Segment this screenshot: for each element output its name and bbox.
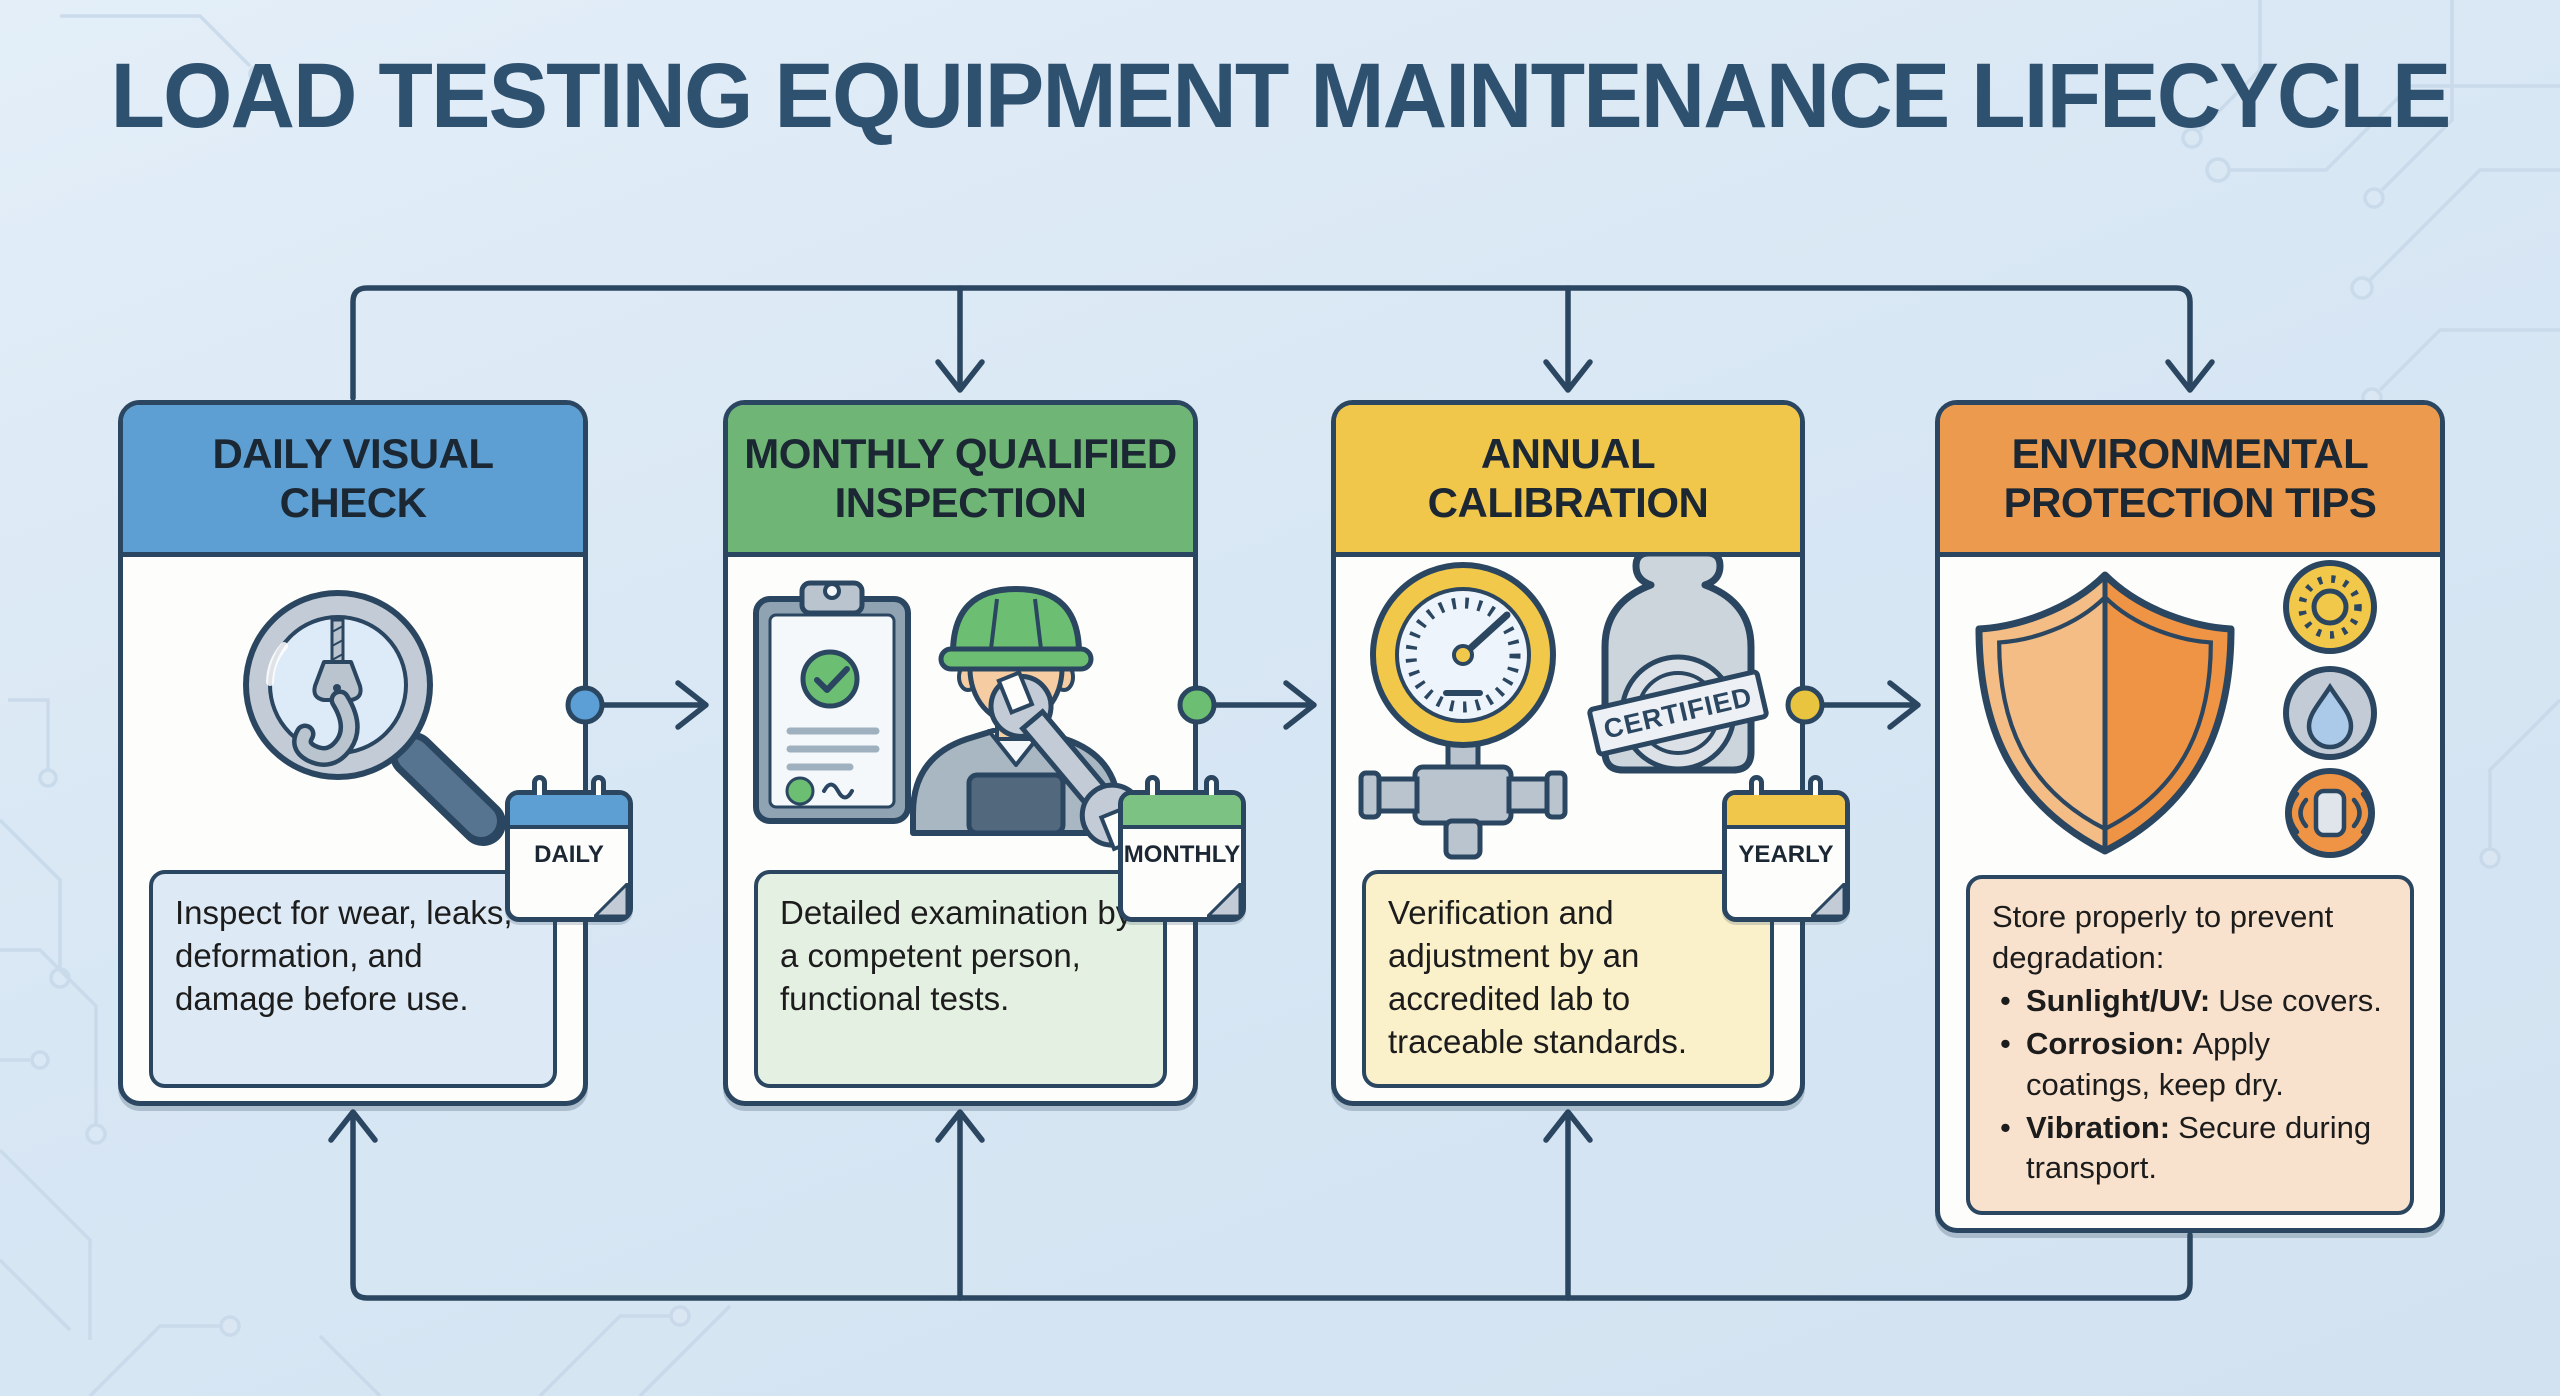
bullet-corrosion: Corrosion:Apply coatings, keep dry. (1992, 1024, 2388, 1106)
card-monthly-header: MONTHLY QUALIFIED INSPECTION (728, 405, 1193, 557)
gauge-certified-weight-icon: CERTIFIED (1358, 554, 1769, 859)
card-environment-description: Store properly to prevent degradation: S… (1966, 875, 2414, 1215)
bullet-vibration: Vibration:Secure during transport. (1992, 1108, 2388, 1190)
vibration-icon (2285, 767, 2375, 858)
folded-corner-icon (594, 883, 628, 917)
environment-intro: Store properly to prevent degradation: (1992, 899, 2334, 975)
card-annual-header: ANNUAL CALIBRATION (1336, 405, 1800, 557)
yearly-calendar-badge: YEARLY (1722, 775, 1850, 922)
card-monthly-inspection: MONTHLY QUALIFIED INSPECTION (723, 400, 1198, 1106)
folded-corner-icon (1207, 883, 1241, 917)
shield-environment-icon (1975, 559, 2377, 858)
card-daily-header: DAILY VISUAL CHECK (123, 405, 583, 557)
card-environment-header: ENVIRONMENTAL PROTECTION TIPS (1940, 405, 2440, 557)
monthly-calendar-badge: MONTHLY (1118, 775, 1246, 922)
magnifier-hook-icon (243, 589, 506, 846)
inspector-clipboard-wrench-icon (752, 580, 1145, 852)
folded-corner-icon (1811, 883, 1845, 917)
moisture-droplet-icon (2283, 665, 2377, 760)
card-annual-calibration: ANNUAL CALIBRATION (1331, 400, 1805, 1106)
bullet-sunlight: Sunlight/UV:Use covers. (1992, 981, 2388, 1022)
card-environmental-tips: ENVIRONMENTAL PROTECTION TIPS (1935, 400, 2445, 1233)
sun-uv-icon (2283, 559, 2377, 654)
card-monthly-description: Detailed examination by a competent pers… (754, 870, 1167, 1088)
page-title: LOAD TESTING EQUIPMENT MAINTENANCE LIFEC… (110, 45, 2451, 147)
card-daily-visual-check: DAILY VISUAL CHECK Inspect for wear, lea… (118, 400, 588, 1106)
card-annual-description: Verification and adjustment by an accred… (1362, 870, 1774, 1088)
daily-calendar-badge: DAILY (505, 775, 633, 922)
card-daily-description: Inspect for wear, leaks, deformation, an… (149, 870, 557, 1088)
